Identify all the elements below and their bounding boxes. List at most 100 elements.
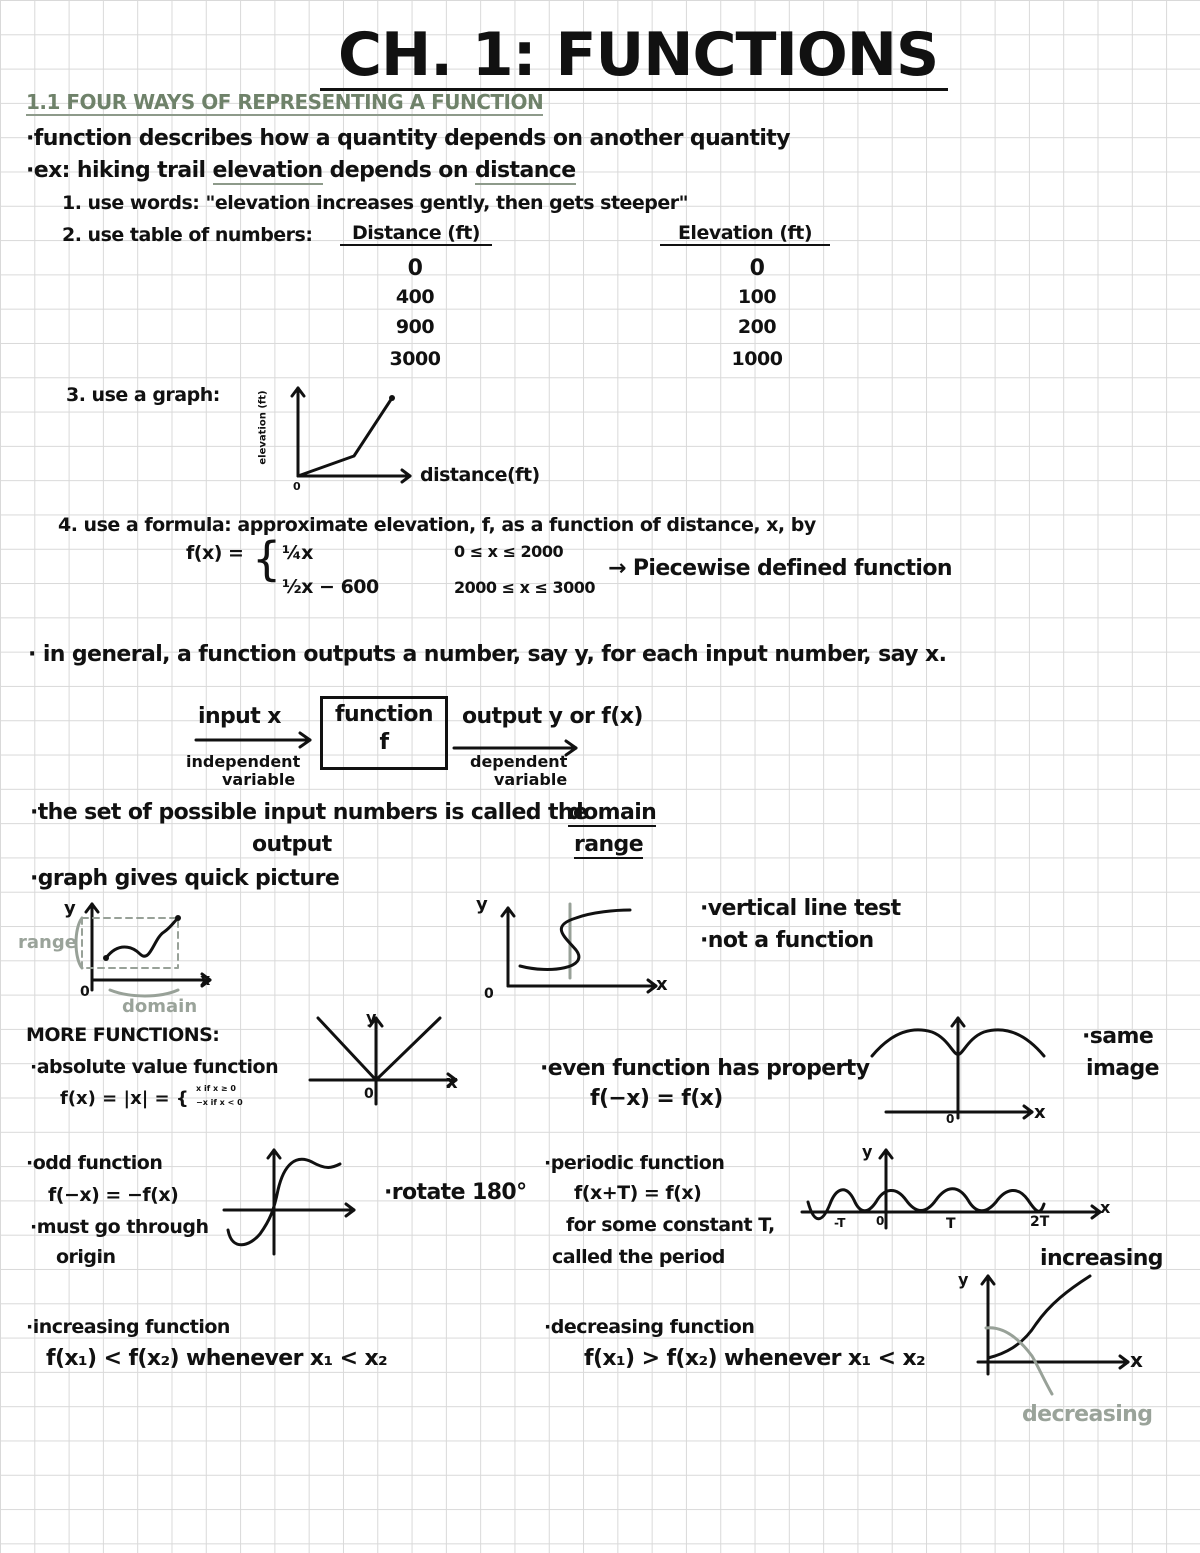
periodic-tick: 2T bbox=[1030, 1214, 1050, 1230]
incdec-y: y bbox=[958, 1270, 969, 1289]
output-label: output y or f(x) bbox=[462, 704, 643, 729]
periodic-wave bbox=[806, 1187, 1046, 1221]
even-x: x bbox=[1034, 1102, 1046, 1123]
elevation-word: elevation bbox=[212, 158, 323, 185]
formula-piece1-expr: ¼x bbox=[282, 542, 313, 564]
table-col2-cell: 0 bbox=[749, 256, 765, 281]
vlt-x: x bbox=[656, 974, 668, 995]
periodic-tick: 0 bbox=[876, 1214, 885, 1228]
decreasing-curve bbox=[984, 1326, 1054, 1396]
intro-line-2-prefix: ·ex: hiking trail bbox=[26, 158, 206, 183]
general-statement: · in general, a function outputs a numbe… bbox=[28, 642, 947, 667]
periodic-title: ·periodic function bbox=[544, 1152, 725, 1174]
distance-word: distance bbox=[474, 158, 576, 185]
odd-note-2: origin bbox=[56, 1246, 116, 1268]
table-col2-cell: 100 bbox=[737, 286, 777, 308]
formula-note: → Piecewise defined function bbox=[608, 556, 953, 581]
abs-left-branch bbox=[316, 1016, 378, 1082]
vlt-note-2: ·not a function bbox=[700, 928, 874, 953]
inc-dec-graph bbox=[976, 1274, 1130, 1396]
function-box bbox=[320, 696, 448, 770]
dependent-label-2: variable bbox=[494, 770, 568, 789]
graph-picture-text: ·graph gives quick picture bbox=[30, 866, 340, 891]
even-function-graph bbox=[870, 1016, 1046, 1120]
periodic-tick: -T bbox=[834, 1216, 846, 1230]
table-col2-header: Elevation (ft) bbox=[660, 222, 830, 246]
odd-curve bbox=[226, 1157, 342, 1247]
periodic-note-2: called the period bbox=[552, 1246, 725, 1268]
decreasing-formula: f(x₁) > f(x₂) whenever x₁ < x₂ bbox=[584, 1346, 926, 1371]
table-col1-cell: 900 bbox=[395, 316, 435, 338]
table-col2-cell: 200 bbox=[737, 316, 777, 338]
domain-word: domain bbox=[568, 800, 657, 827]
abs-origin: 0 bbox=[364, 1086, 374, 1102]
vlt-origin: 0 bbox=[484, 986, 494, 1002]
range-annotation: range bbox=[18, 932, 77, 953]
abs-value-graph bbox=[308, 1016, 458, 1106]
intro-line-1: ·function describes how a quantity depen… bbox=[26, 126, 791, 151]
formula-piece2-expr: ½x − 600 bbox=[282, 576, 379, 598]
function-box-line1: function bbox=[335, 702, 434, 727]
table-col1-header: Distance (ft) bbox=[340, 222, 492, 246]
abs-title: ·absolute value function bbox=[30, 1056, 279, 1078]
even-title: ·even function has property bbox=[540, 1056, 870, 1081]
periodic-formula: f(x+T) = f(x) bbox=[574, 1182, 702, 1204]
domain-annotation: domain bbox=[122, 996, 198, 1017]
intro-line-2: ·ex: hiking trail elevation depends on d… bbox=[26, 158, 576, 185]
graph-origin: 0 bbox=[293, 480, 301, 493]
graph-x-label: distance(ft) bbox=[420, 464, 540, 486]
periodic-note-1: for some constant T, bbox=[566, 1214, 775, 1236]
even-note-2: image bbox=[1086, 1056, 1160, 1081]
increasing-title: ·increasing function bbox=[26, 1316, 230, 1338]
page-title: CH. 1: FUNCTIONS bbox=[320, 22, 949, 91]
s-curve bbox=[518, 908, 632, 971]
increasing-label: increasing bbox=[1040, 1246, 1164, 1271]
table-col2-cell: 1000 bbox=[731, 348, 783, 370]
increasing-curve bbox=[986, 1274, 1092, 1360]
more-functions-heading: MORE FUNCTIONS: bbox=[26, 1024, 220, 1046]
decreasing-title: ·decreasing function bbox=[544, 1316, 755, 1338]
way-table-label: 2. use table of numbers: bbox=[62, 224, 313, 246]
function-box-line2: f bbox=[379, 730, 390, 755]
elevation-curve bbox=[296, 396, 394, 478]
abs-formula: f(x) = |x| = { bbox=[60, 1088, 189, 1109]
abs-right-branch bbox=[374, 1016, 442, 1082]
vlt-y: y bbox=[476, 894, 488, 915]
graph-end-point bbox=[389, 395, 395, 401]
periodic-function-graph bbox=[800, 1148, 1102, 1230]
increasing-formula: f(x₁) < f(x₂) whenever x₁ < x₂ bbox=[46, 1346, 388, 1371]
abs-x: x bbox=[446, 1072, 458, 1093]
input-arrow bbox=[194, 731, 312, 749]
formula-brace: { bbox=[252, 532, 282, 586]
table-col1-cell: 3000 bbox=[389, 348, 441, 370]
range-word: range bbox=[574, 832, 644, 859]
elevation-graph bbox=[290, 386, 412, 484]
even-formula: f(−x) = f(x) bbox=[590, 1086, 723, 1111]
output-arrow bbox=[452, 739, 578, 757]
vertical-line-test-graph bbox=[500, 902, 658, 994]
formula-piece1-cond: 0 ≤ x ≤ 2000 bbox=[454, 542, 564, 561]
table-col1-cell: 0 bbox=[407, 256, 423, 281]
abs-case-1: x if x ≥ 0 bbox=[196, 1084, 236, 1093]
sample-curve bbox=[104, 916, 180, 960]
domain-range-graph bbox=[74, 902, 212, 998]
incdec-x: x bbox=[1130, 1348, 1143, 1372]
intro-line-2-mid: depends on bbox=[329, 158, 469, 183]
way-words: 1. use words: "elevation increases gentl… bbox=[62, 192, 689, 214]
dr-graph-x: x bbox=[200, 970, 211, 989]
graph-x-arrow bbox=[400, 468, 412, 484]
input-label: input x bbox=[198, 704, 281, 729]
periodic-tick: T bbox=[946, 1216, 956, 1232]
output-word: output bbox=[252, 832, 332, 857]
odd-formula: f(−x) = −f(x) bbox=[48, 1184, 179, 1206]
domain-statement: ·the set of possible input numbers is ca… bbox=[30, 800, 588, 825]
formula-lhs: f(x) = bbox=[186, 542, 244, 564]
independent-label-1: independent bbox=[186, 752, 301, 771]
formula-piece2-cond: 2000 ≤ x ≤ 3000 bbox=[454, 578, 595, 597]
abs-y: y bbox=[366, 1008, 377, 1027]
odd-function-graph bbox=[222, 1148, 356, 1256]
way-graph-label: 3. use a graph: bbox=[66, 384, 220, 406]
graph-y-label: elevation (ft) bbox=[257, 390, 269, 465]
even-note-1: ·same bbox=[1082, 1024, 1154, 1049]
odd-note-1: ·must go through bbox=[30, 1216, 209, 1238]
